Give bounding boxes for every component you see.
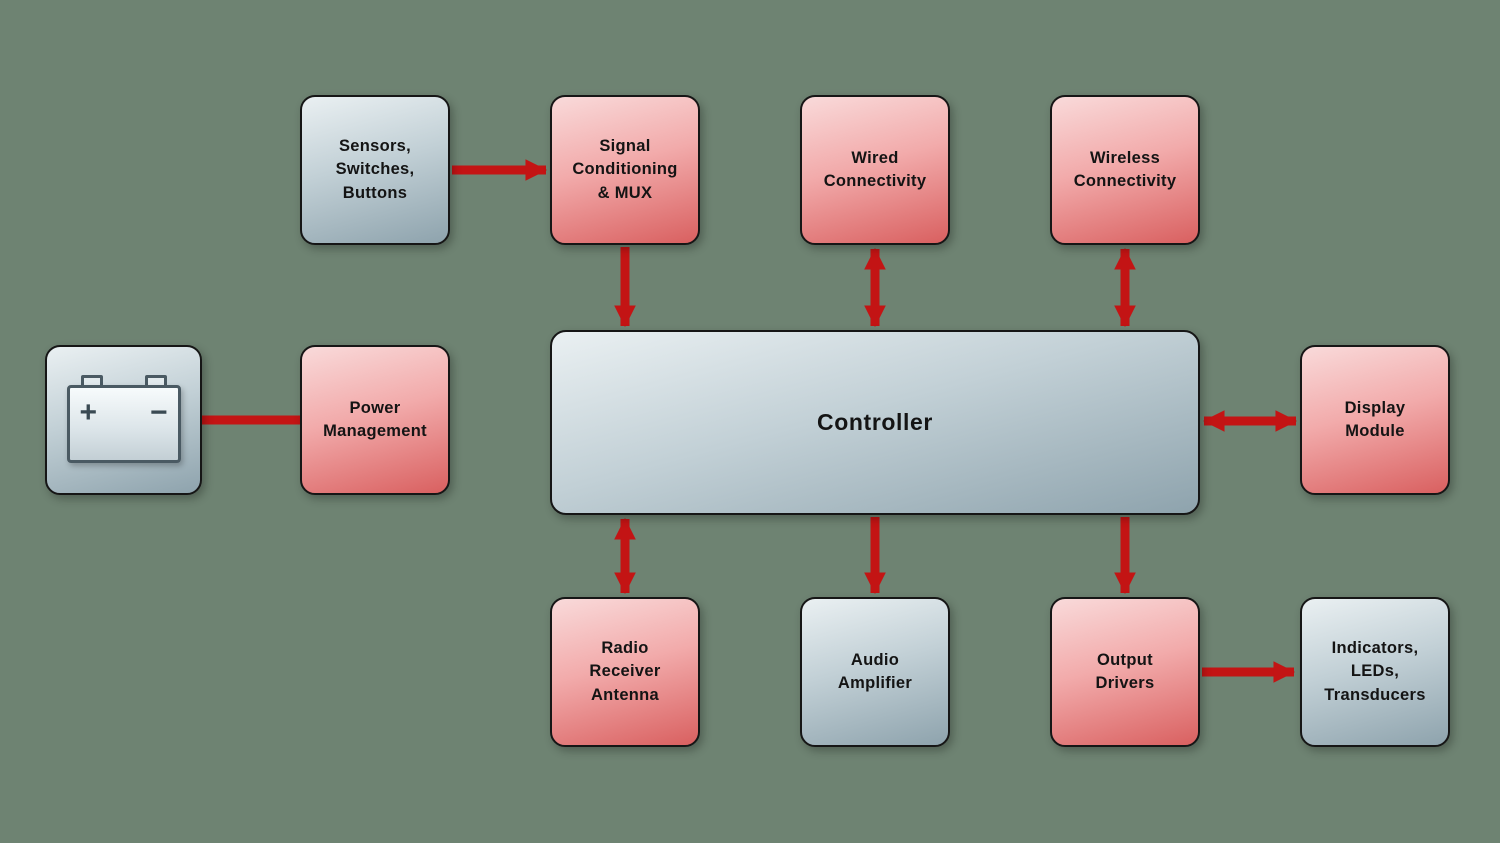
block-label-controller: Controller [817, 409, 933, 436]
battery-body: + − [66, 385, 181, 463]
block-wireless-connectivity: Wireless Connectivity [1050, 95, 1200, 245]
block-label-wired: Wired Connectivity [823, 148, 927, 190]
battery-plus-sign: + [79, 396, 98, 429]
block-label-signal-conditioning: Signal Conditioning & MUX [572, 137, 678, 202]
battery-minus-sign: − [149, 396, 168, 429]
block-label-display: Display Module [1344, 398, 1406, 440]
block-label-radio: Radio Receiver Antenna [589, 639, 661, 704]
block-radio-receiver-antenna: Radio Receiver Antenna [550, 597, 700, 747]
block-power-management: Power Management [300, 345, 450, 495]
block-battery: + − [45, 345, 202, 495]
block-indicators-leds-transducers: Indicators, LEDs, Transducers [1300, 597, 1450, 747]
block-display-module: Display Module [1300, 345, 1450, 495]
battery-icon: + − [66, 375, 181, 465]
block-controller: Controller [550, 330, 1200, 515]
block-signal-conditioning-mux: Signal Conditioning & MUX [550, 95, 700, 245]
block-label-indicators: Indicators, LEDs, Transducers [1324, 639, 1426, 704]
block-wired-connectivity: Wired Connectivity [800, 95, 950, 245]
block-label-audio: Audio Amplifier [837, 650, 913, 692]
block-output-drivers: Output Drivers [1050, 597, 1200, 747]
block-sensors-switches-buttons: Sensors, Switches, Buttons [300, 95, 450, 245]
block-label-power: Power Management [323, 398, 427, 440]
block-label-output: Output Drivers [1095, 650, 1155, 692]
block-label-wireless: Wireless Connectivity [1073, 148, 1177, 190]
block-label-sensors: Sensors, Switches, Buttons [335, 137, 415, 202]
block-audio-amplifier: Audio Amplifier [800, 597, 950, 747]
